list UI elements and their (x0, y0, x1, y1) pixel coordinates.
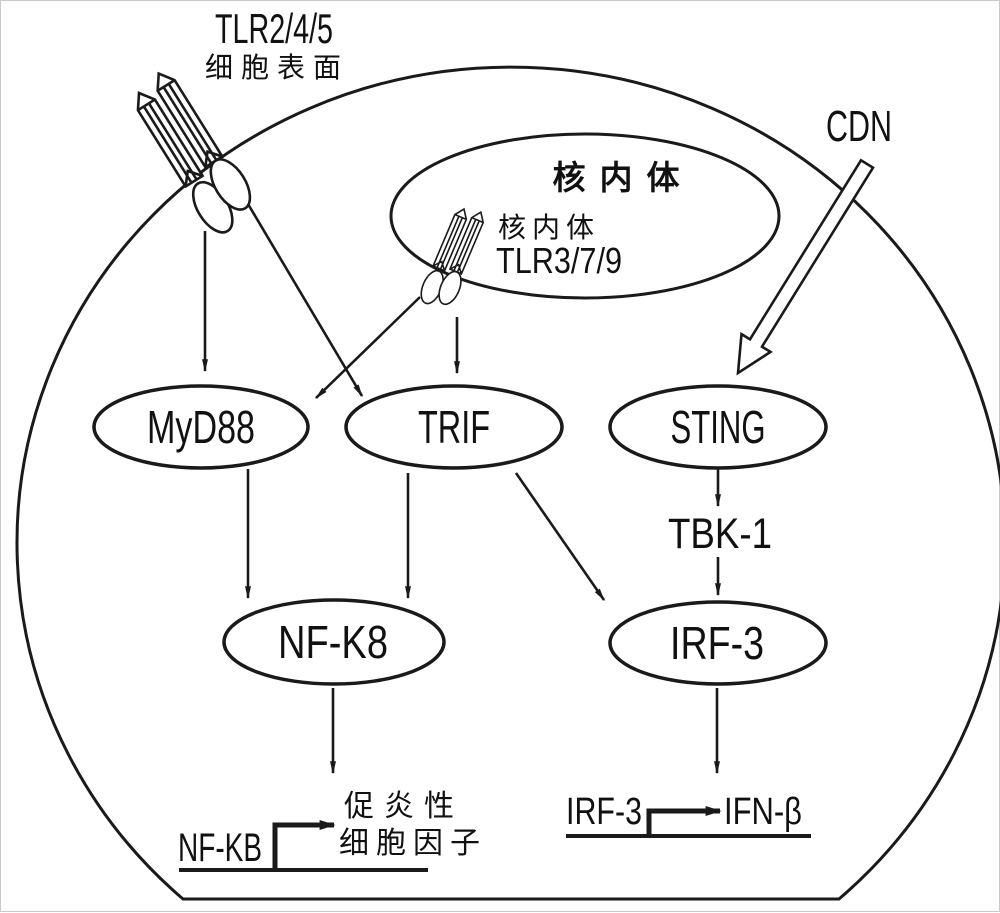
arrow-tlr245-to-trif (246, 203, 364, 398)
sting-label: STING (671, 401, 766, 453)
cytokine-label-line2: 细胞因子 (339, 827, 487, 860)
tlr245-label: TLR2/4/5 (215, 5, 333, 52)
cytokine-label-line1: 促炎性 (344, 790, 464, 823)
cell-surface-label: 细胞表面 (205, 52, 349, 83)
endosome-receptor-location-label: 核内体 (498, 212, 600, 243)
promoter-arrow-left-icon (272, 820, 336, 870)
arrow-trif-to-irf3 (514, 472, 606, 602)
node-irf3 (608, 600, 828, 686)
tlr245-receptor-icon (123, 63, 265, 241)
arrow-tlr379-to-myd88 (315, 296, 421, 399)
endosome-title: 核内体 (553, 159, 694, 196)
cell-membrane-outline (15, 65, 1000, 901)
tlr379-label: TLR3/7/9 (496, 240, 622, 281)
node-sting (608, 384, 828, 470)
irf3-factor-label: IRF-3 (566, 791, 642, 833)
node-trif (344, 384, 564, 470)
tbk1-label: TBK-1 (668, 510, 772, 558)
nfk8-label: NF-K8 (278, 616, 388, 668)
trif-label: TRIF (418, 401, 490, 453)
myd88-label: MyD88 (147, 401, 255, 453)
node-myd88 (92, 384, 310, 470)
promoter-arrow-right-icon (646, 806, 722, 835)
endosome-outline (389, 132, 781, 300)
irf3-label: IRF-3 (670, 617, 764, 669)
cdn-entry-arrow-icon (736, 158, 875, 376)
node-nfk8 (222, 598, 446, 686)
nfkb-factor-label: NF-KB (178, 826, 262, 870)
cdn-label: CDN (826, 102, 892, 151)
ifn-beta-label: IFN-β (724, 791, 802, 833)
